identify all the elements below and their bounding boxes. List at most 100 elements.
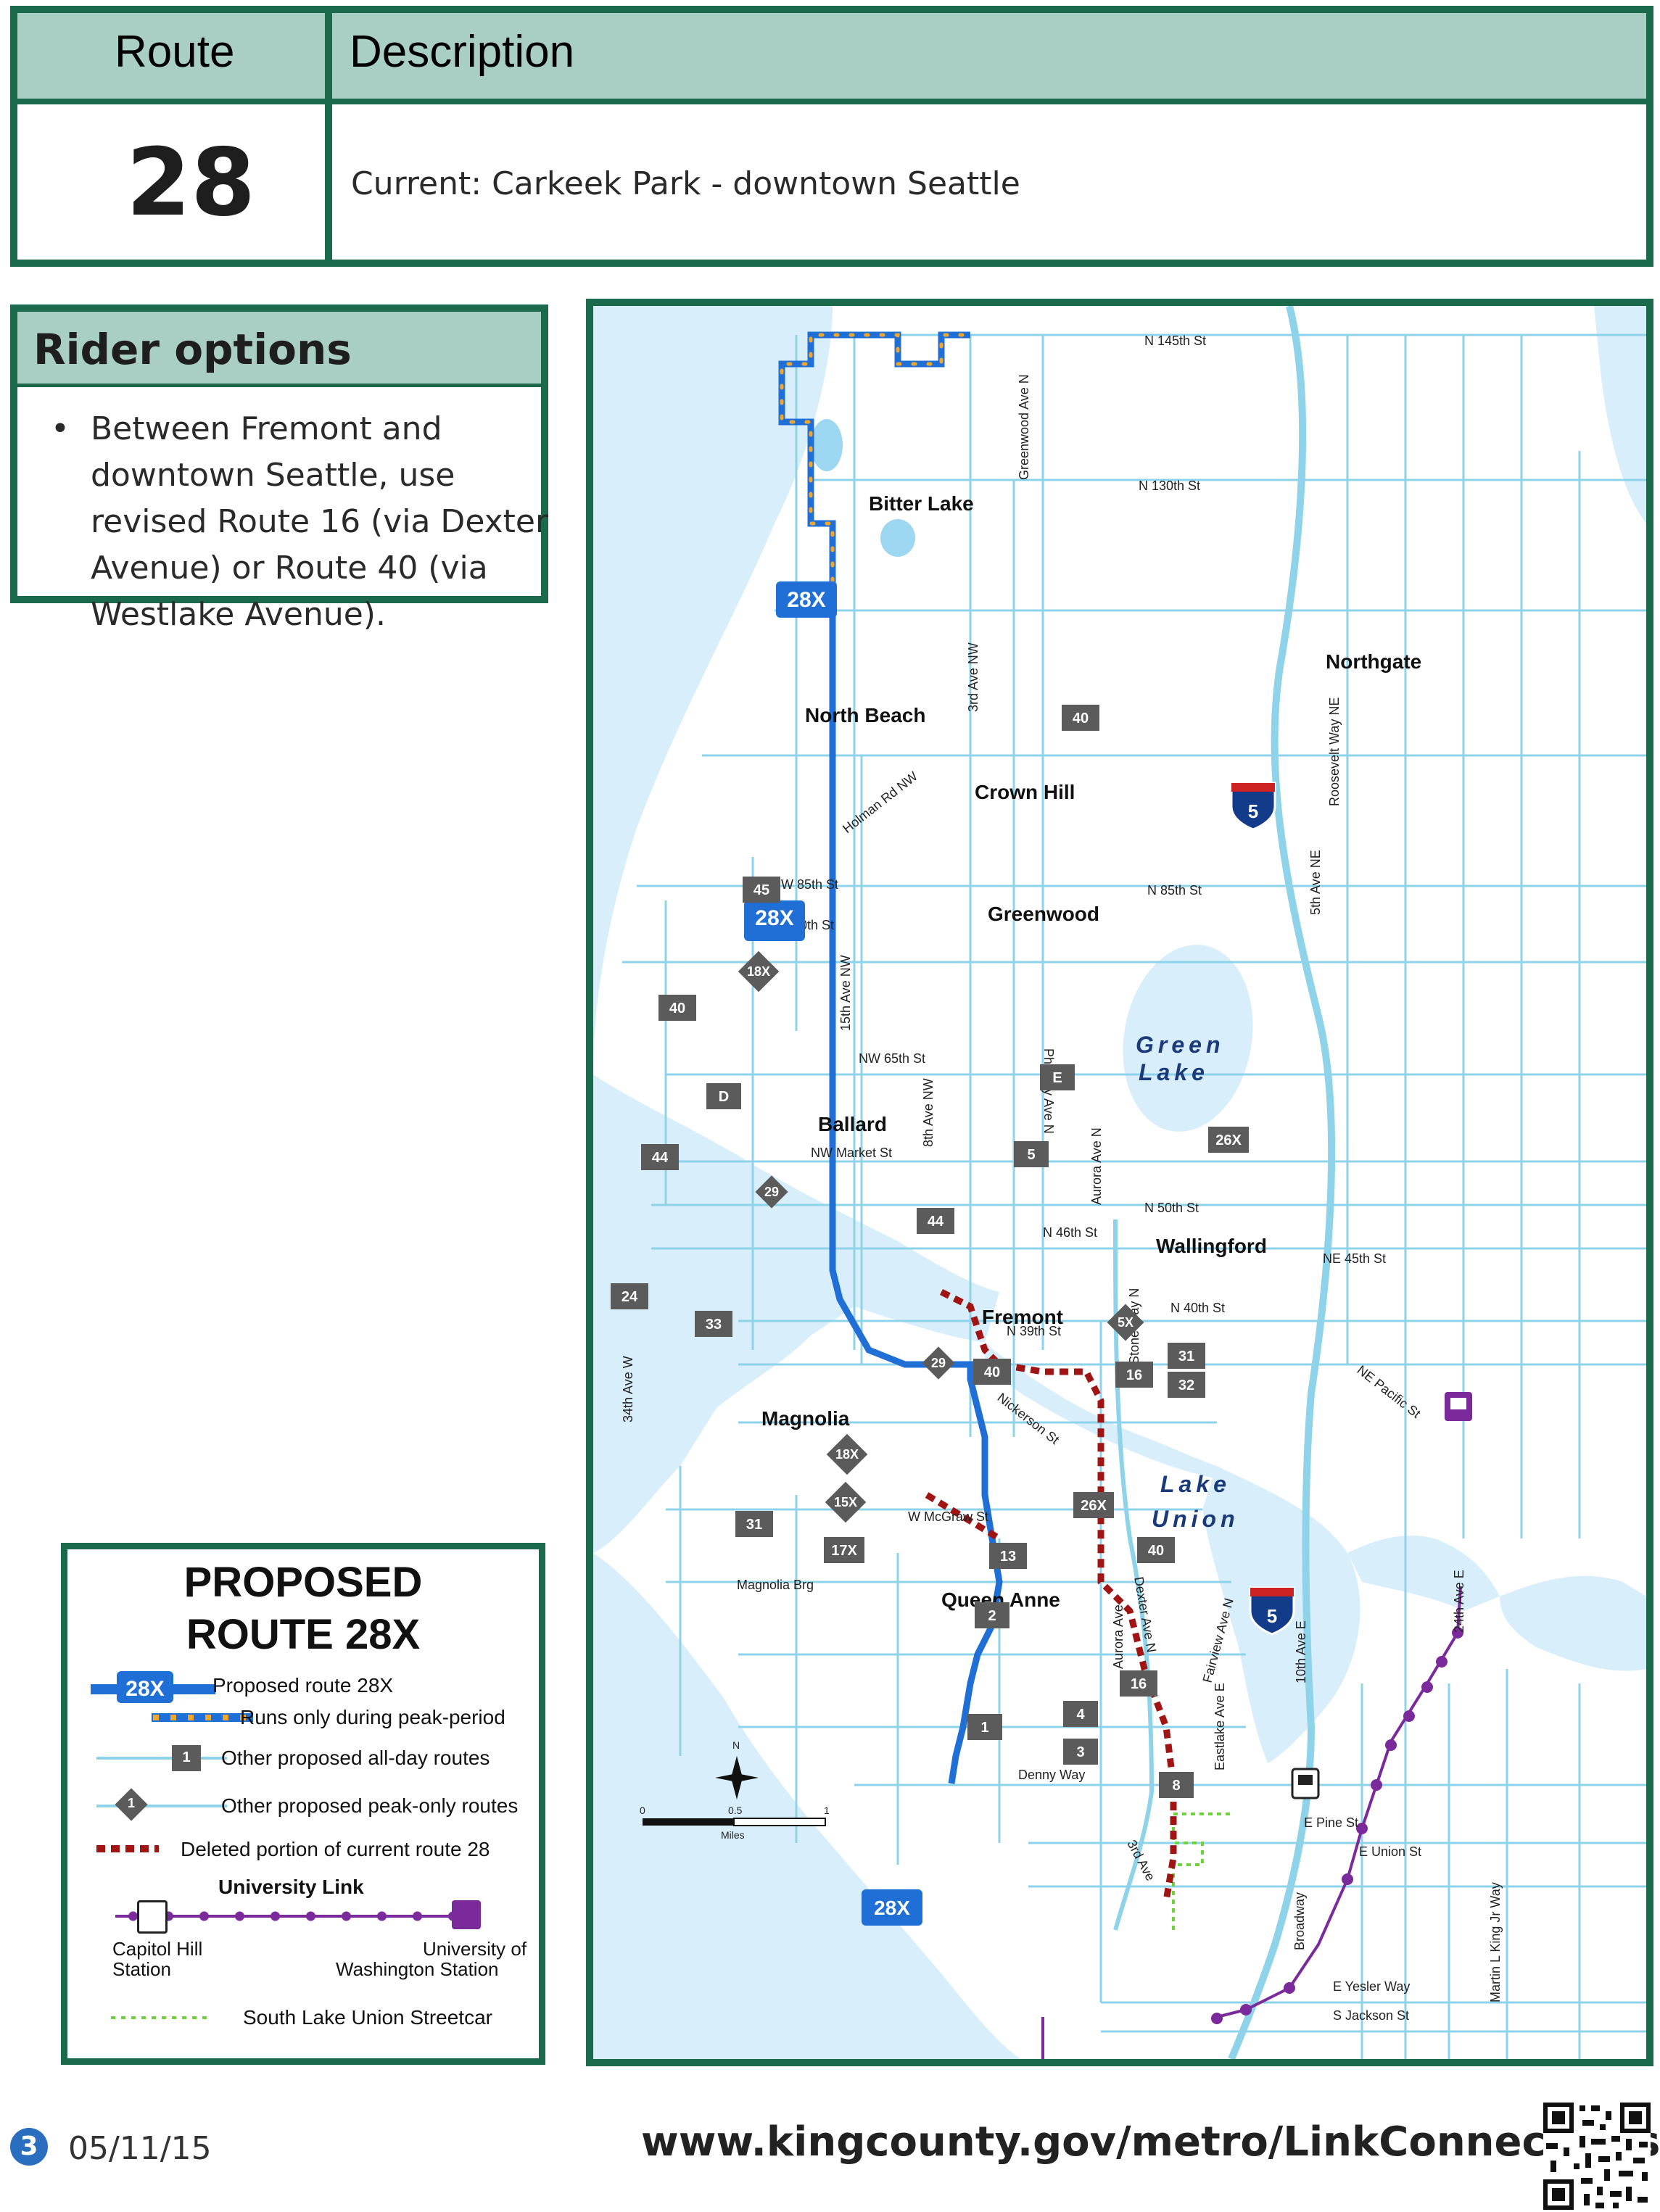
label-northgate: Northgate xyxy=(1326,650,1421,673)
route-map: Bitter Lake Northgate North Beach Crown … xyxy=(586,299,1653,2066)
route-diamond-15x: 15X xyxy=(834,1495,857,1509)
street-label: N 46th St xyxy=(1043,1225,1097,1240)
interstate-shield-label: 5 xyxy=(1248,800,1258,822)
street-label: N 50th St xyxy=(1144,1201,1199,1215)
route-box-1: 1 xyxy=(980,1720,988,1736)
route-box-e: E xyxy=(1052,1070,1062,1086)
street-label: E Pine St xyxy=(1304,1815,1358,1830)
label-north-beach: North Beach xyxy=(805,704,925,726)
aurora-avenue xyxy=(1113,1219,1155,1931)
legend-deleted-line xyxy=(96,1845,159,1852)
route-diamond-29: 29 xyxy=(931,1356,946,1370)
capitol-hill-station-icon xyxy=(1291,1768,1320,1799)
route-28x-badges: 28X 28X 28X xyxy=(744,581,922,1926)
scale-label-half: 0.5 xyxy=(728,1805,743,1816)
route-28x-badge xyxy=(776,581,837,618)
route-box-31: 31 xyxy=(746,1517,762,1533)
route-28x-badge-label: 28X xyxy=(755,906,793,930)
street-label: Magnolia Brg xyxy=(737,1578,814,1592)
scale-bar: 0 0.5 1 Miles xyxy=(640,1805,830,1841)
route-box-45: 45 xyxy=(753,882,769,898)
uw-station-icon xyxy=(1445,1392,1472,1421)
route-diamond-18x: 18X xyxy=(835,1447,859,1462)
legend-streetcar-line xyxy=(111,2016,212,2019)
street-label: N 145th St xyxy=(1144,334,1206,348)
street-label: 24th Ave E xyxy=(1452,1570,1466,1633)
bitter-lake-pond xyxy=(811,419,843,471)
legend-proposed-route: Proposed route 28X xyxy=(212,1674,394,1697)
legend-streetcar: South Lake Union Streetcar xyxy=(243,2006,492,2029)
label-greenwood: Greenwood xyxy=(988,903,1099,925)
elliott-bay xyxy=(593,1553,1021,2059)
route-box-5: 5 xyxy=(1027,1147,1035,1163)
label-lake-union-1: Lake xyxy=(1160,1471,1231,1497)
street-label: NE Pacific St xyxy=(1355,1362,1424,1420)
street-label: 10th Ave E xyxy=(1294,1620,1308,1683)
route-description: Current: Carkeek Park - downtown Seattle xyxy=(351,165,1020,202)
route-box-8: 8 xyxy=(1172,1778,1180,1794)
capitol-hill-station-icon xyxy=(137,1900,168,1934)
street-label: 3rd Ave NW xyxy=(966,642,980,712)
rider-option-text: Between Fremont and downtown Seattle, us… xyxy=(91,410,549,633)
label-crown-hill: Crown Hill xyxy=(975,781,1075,803)
north-arrow-icon: N xyxy=(715,1739,759,1799)
street-label: Aurora Ave N xyxy=(1089,1127,1104,1205)
interstate-5 xyxy=(1228,306,1336,2059)
haller-lake-pond xyxy=(880,519,915,557)
shilshole-bay xyxy=(593,1074,999,1553)
route-28x-badge-label: 28X xyxy=(787,588,825,612)
interstate-shield-icon: 5 xyxy=(1230,782,1276,831)
street-label: Greenwood Ave N xyxy=(1017,374,1031,480)
route-box-17x: 17X xyxy=(831,1543,857,1559)
route-box-13: 13 xyxy=(1000,1549,1016,1565)
legend-all-day: Other proposed all-day routes xyxy=(221,1747,490,1769)
street-label: S Jackson St xyxy=(1333,2008,1409,2023)
route-diamond-29: 29 xyxy=(764,1185,779,1199)
legend-peak-dots xyxy=(153,1715,252,1720)
street-label: N 40th St xyxy=(1170,1301,1225,1315)
ship-canal xyxy=(985,1343,1224,1480)
street-label: 15th Ave NW xyxy=(838,955,853,1031)
street-label: NW Market St xyxy=(811,1146,892,1160)
label-bitter-lake: Bitter Lake xyxy=(869,492,974,515)
page-number-badge: 3 xyxy=(10,2128,48,2166)
route-box-40: 40 xyxy=(669,1001,685,1016)
legend-peak-only: Other proposed peak-only routes xyxy=(221,1794,519,1817)
route-diamond-18x: 18X xyxy=(747,964,770,979)
legend-title-1: PROPOSED xyxy=(183,1559,423,1606)
route-box-16: 16 xyxy=(1126,1367,1142,1383)
street-label: Fairview Ave N xyxy=(1200,1596,1236,1684)
route-box-26x: 26X xyxy=(1215,1132,1242,1148)
route-box-26x: 26X xyxy=(1081,1498,1107,1514)
green-lake xyxy=(1123,945,1253,1132)
route-box-d: D xyxy=(719,1089,729,1105)
street-label: Martin L King Jr Way xyxy=(1488,1882,1503,2002)
label-green-lake-1: Green xyxy=(1136,1032,1224,1058)
rider-options-title: Rider options xyxy=(17,312,541,387)
street-label: 34th Ave W xyxy=(621,1356,635,1422)
map-canvas: Bitter Lake Northgate North Beach Crown … xyxy=(593,306,1646,2059)
table-divider-vertical xyxy=(325,13,332,260)
table-header-row xyxy=(17,13,1646,100)
lake-washington xyxy=(1594,306,1646,523)
link-stations xyxy=(1211,1627,1463,2024)
route-28x-peak-segment xyxy=(778,331,970,596)
uw-station-icon xyxy=(452,1900,481,1929)
scale-label-one: 1 xyxy=(824,1805,830,1816)
street-label: Broadway xyxy=(1292,1892,1307,1950)
legend-capitol-hill-line2: Station xyxy=(112,1958,171,1980)
table-divider-horizontal xyxy=(17,99,1646,104)
all-day-route-boxes: 40 45 40 D 44 5 E 26X 44 24 33 40 31 32 … xyxy=(611,705,1249,1798)
scale-label-miles: Miles xyxy=(721,1829,745,1841)
qr-code-icon xyxy=(1543,2103,1651,2210)
route-diamond-5x: 5X xyxy=(1118,1315,1133,1330)
street-label: 8th Ave NW xyxy=(921,1078,936,1147)
route-box-44: 44 xyxy=(652,1150,669,1166)
legend-deleted: Deleted portion of current route 28 xyxy=(181,1838,490,1860)
puget-sound xyxy=(593,306,833,1074)
route-column-heading: Route xyxy=(115,27,235,77)
legend-all-day-box xyxy=(172,1745,201,1771)
route-box-24: 24 xyxy=(622,1289,638,1305)
footer-url-link[interactable]: www.kingcounty.gov/metro/LinkConnections xyxy=(641,2118,1660,2166)
bullet-icon: • xyxy=(51,410,70,447)
